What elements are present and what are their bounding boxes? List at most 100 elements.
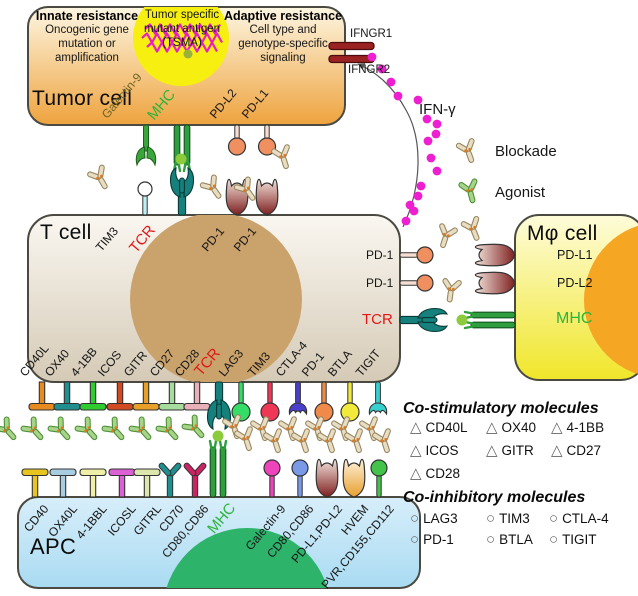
- triangle-icon: △: [551, 419, 563, 436]
- triangle-icon: △: [486, 442, 498, 459]
- btla-tcell-bottom-label: BTLA: [324, 347, 355, 380]
- costimulatory-legend-title: Co-stimulatory molecules: [403, 400, 599, 417]
- legend-stimulatory-label: CD40L: [425, 420, 468, 435]
- triangle-icon: △: [410, 442, 422, 459]
- tim3-tcell-bottom-label: TIM3: [244, 349, 274, 380]
- legend-stimulatory-item-ox40: △OX40: [486, 420, 536, 435]
- ifn-gamma-dots: [367, 52, 442, 226]
- legend-inhibitory-item-lag3: ○LAG3: [410, 511, 458, 526]
- legend-inhibitory-label: CTLA-4: [562, 511, 609, 526]
- agonist-label: Agonist: [495, 184, 546, 201]
- mhc-apc-icon: [208, 439, 228, 498]
- icosl-apc-icon: [108, 468, 136, 498]
- pd-l2-tumor-label: PD-L2: [206, 86, 240, 122]
- t-cell-nucleus: [130, 215, 302, 382]
- tsma-text: Tumor specific mutant antigen (TSMA): [143, 9, 221, 50]
- tumor-cell: [27, 6, 346, 126]
- tigit-tcell-bottom-label: TIGIT: [352, 347, 384, 380]
- tcr-right-label: TCR: [362, 311, 393, 328]
- mphi-cell-name: Mφ cell: [527, 222, 598, 245]
- pd-l2-mphi-icon: [474, 271, 516, 295]
- circle-icon: ○: [410, 510, 420, 527]
- cd27-tcell-bottom-label: CD27: [146, 347, 178, 380]
- pvr-cd155-cd112-apc-icon: [370, 459, 388, 498]
- circle-icon: ○: [549, 531, 559, 548]
- cd40-apc-icon: [21, 468, 49, 498]
- legend-inhibitory-item-btla: ○BTLA: [486, 532, 533, 547]
- galectin-9-tumor-icon: [135, 124, 157, 167]
- triangle-icon: △: [410, 419, 422, 436]
- pd-1-tcell-top-icon: [255, 178, 279, 216]
- pd-1-tcell-right-icon: [399, 246, 434, 264]
- cd70-apc-icon: [158, 462, 182, 498]
- tigit-tcell-bottom-icon: [368, 381, 388, 416]
- legend-inhibitory-label: PD-1: [423, 532, 454, 547]
- circle-icon: ○: [410, 531, 420, 548]
- legend-inhibitory-label: LAG3: [423, 511, 458, 526]
- ctla-4-tcell-bottom-icon: [288, 381, 308, 416]
- legend-inhibitory-label: TIGIT: [562, 532, 597, 547]
- hvem-apc-icon: [342, 458, 366, 498]
- ifngr2-label: IFNGR2: [348, 64, 391, 76]
- apc-cell: [17, 496, 421, 589]
- mphi-cell-nucleus: [584, 222, 638, 378]
- legend-inhibitory-item-tim3: ○TIM3: [486, 511, 530, 526]
- ox40l-apc-icon: [49, 468, 77, 498]
- triangle-icon: △: [486, 419, 498, 436]
- triangle-icon: △: [551, 442, 563, 459]
- pd-l1-tumor-label: PD-L1: [238, 86, 272, 122]
- mhc-mphi-icon: [463, 310, 516, 330]
- 4-1bb-tcell-bottom-icon: [79, 381, 107, 411]
- legend-stimulatory-label: OX40: [501, 420, 537, 435]
- legend-inhibitory-item-ctla-4: ○CTLA-4: [549, 511, 609, 526]
- legend-inhibitory-item-tigit: ○TIGIT: [549, 532, 597, 547]
- pd-l2-tumor-icon: [227, 124, 247, 156]
- pd1-right-label-2: PD-1: [366, 276, 394, 290]
- t-cell-name: T cell: [40, 221, 92, 244]
- pd-1-tcell-top-label: PD-1: [198, 224, 228, 255]
- icosl-apc-label: ICOSL: [104, 502, 139, 539]
- mphi-cell: [514, 214, 638, 381]
- cd40l-tcell-bottom-icon: [28, 381, 56, 411]
- mphi-pdl2-label: PD-L2: [557, 276, 593, 290]
- legend-stimulatory-label: CD28: [425, 466, 461, 481]
- 4-1bbl-apc-label: 4-1BBL: [73, 502, 110, 542]
- cd80-cd86-apc-icon: [183, 462, 207, 498]
- cd27-tcell-bottom-icon: [158, 381, 186, 411]
- legend-stimulatory-item-cd40l: △CD40L: [410, 420, 468, 435]
- t-cell: [27, 214, 401, 383]
- tsma-dna-squiggle: [144, 23, 221, 35]
- legend-stimulatory-label: ICOS: [425, 443, 459, 458]
- apc-cell-nucleus: [163, 528, 331, 588]
- legend-inhibitory-label: TIM3: [499, 511, 530, 526]
- pd-1-tcell-top-label: PD-1: [230, 224, 260, 255]
- mphi-mhc-label: MHC: [556, 310, 593, 327]
- ifngr1-label: IFNGR1: [350, 28, 393, 40]
- mphi-pdl1-label: PD-L1: [557, 248, 593, 262]
- pd1-right-label-1: PD-1: [366, 248, 394, 262]
- tsma-dna-squiggle: [146, 41, 218, 53]
- tsma-region: [133, 7, 229, 86]
- gitrl-apc-icon: [133, 468, 161, 498]
- circle-icon: ○: [486, 510, 496, 527]
- signal-dots: [175, 49, 468, 442]
- 4-1bbl-apc-icon: [79, 468, 107, 498]
- legend-stimulatory-item-4-1bb: △4-1BB: [551, 420, 604, 435]
- gitr-tcell-bottom-label: GITR: [120, 348, 150, 380]
- pd-l1-pd-l2-apc-icon: [315, 458, 339, 498]
- coinhibitory-legend-title: Co-inhibitory molecules: [403, 489, 586, 506]
- tim3-tcell-top-icon: [137, 181, 153, 216]
- galectin-9-apc-icon: [263, 459, 281, 498]
- ifn-gamma-label: IFN-γ: [419, 101, 456, 118]
- blockade-label: Blockade: [495, 143, 557, 160]
- adaptive-resistance-title: Adaptive resistance: [223, 9, 343, 23]
- circle-icon: ○: [486, 531, 496, 548]
- pd-1-tcell-right-icon: [399, 274, 434, 292]
- legend-stimulatory-item-gitr: △GITR: [486, 443, 534, 458]
- 4-1bb-tcell-bottom-label: 4-1BB: [67, 345, 100, 380]
- apc-name: APC: [30, 534, 77, 559]
- tim3-tcell-top-label: TIM3: [92, 224, 122, 255]
- tumor-cell-name: Tumor cell: [32, 87, 133, 110]
